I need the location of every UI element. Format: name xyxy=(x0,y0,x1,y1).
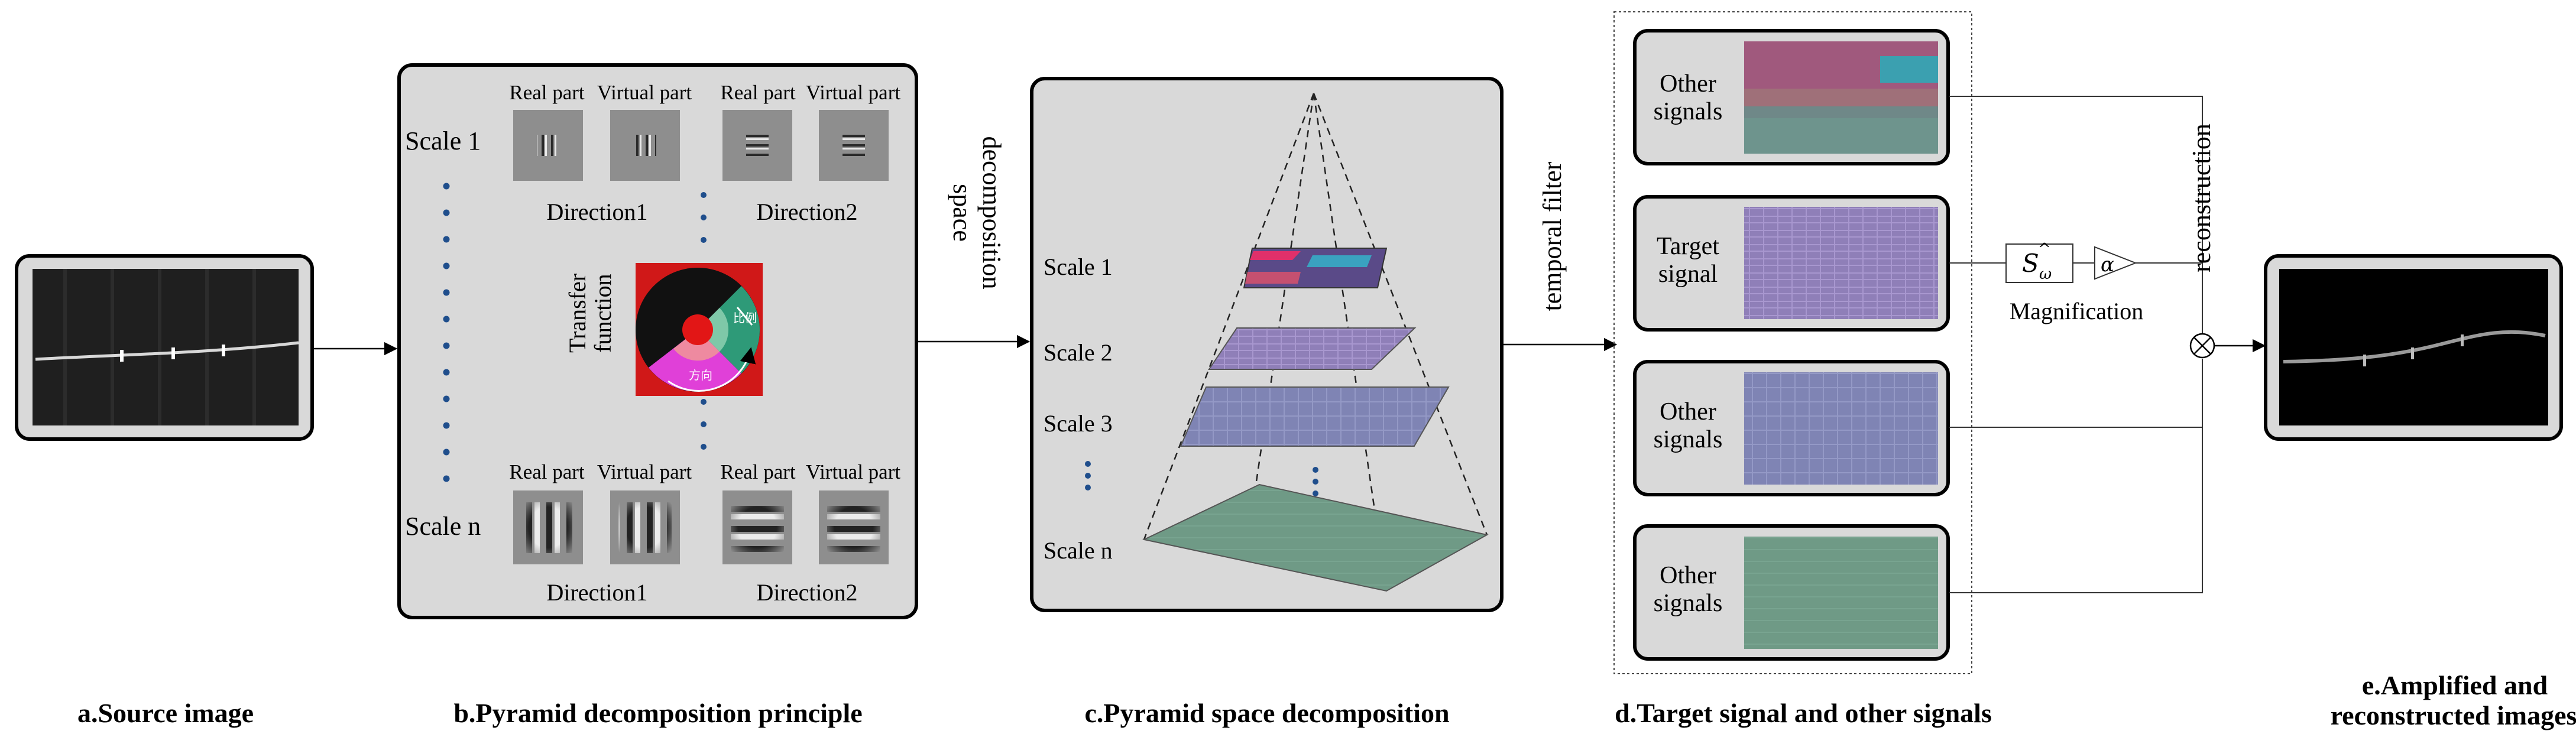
reconstruction-label: reconstruction xyxy=(2187,124,2216,272)
signal-2-line2: signal xyxy=(1658,261,1718,288)
filter-scalen-dir2-real xyxy=(722,490,792,564)
header-real-part-4: Real part xyxy=(720,460,796,483)
signal-image-3 xyxy=(1744,372,1938,485)
filter-symbol: S xyxy=(2022,249,2039,278)
scale-dots-column xyxy=(443,183,450,482)
dots-near-direction2-bottom xyxy=(701,399,707,450)
source-caption: a.Source image xyxy=(77,698,254,728)
direction2-label-bottom: Direction2 xyxy=(756,579,857,606)
source-image-panel xyxy=(15,254,314,441)
transfer-function-wheel: 比例 方向 xyxy=(636,263,763,396)
signal-box-target xyxy=(1633,195,1950,332)
header-virtual-part-4: Virtual part xyxy=(806,460,900,483)
pyramid-scale2-label: Scale 2 xyxy=(1044,339,1113,366)
pyramid-layer-1 xyxy=(1243,248,1388,288)
signal-box-other-1 xyxy=(1633,29,1950,165)
magnification-label: Magnification xyxy=(2010,298,2144,324)
pyramid-principle-caption: b.Pyramid decomposition principle xyxy=(453,698,862,728)
pyramid-space-caption: c.Pyramid space decomposition xyxy=(1084,698,1449,728)
header-virtual-part-2: Virtual part xyxy=(806,81,900,104)
direction1-label-top: Direction1 xyxy=(546,199,647,225)
signal-4-line1: Other xyxy=(1660,562,1716,589)
filter-scale1-dir2-virtual xyxy=(819,110,889,181)
space-decomposition-line1: space xyxy=(948,184,977,242)
pyramid-layer-n xyxy=(1142,483,1489,592)
header-virtual-part-3: Virtual part xyxy=(597,460,692,483)
transfer-label-line1: Transfer xyxy=(564,274,591,353)
transfer-label-line2: function xyxy=(589,274,616,352)
amplified-cable xyxy=(2283,330,2546,363)
pyramid-dots-left xyxy=(1085,461,1091,490)
cable-line xyxy=(35,341,299,361)
scale-1-label: Scale 1 xyxy=(405,126,481,155)
signal-box-other-3 xyxy=(1633,524,1950,661)
header-virtual-part-1: Virtual part xyxy=(597,81,692,104)
pyramid-dots-center xyxy=(1313,467,1318,496)
signals-dotted-frame xyxy=(1613,11,1972,674)
filter-symbol-sub: ω xyxy=(2039,265,2052,283)
signal-box-other-2 xyxy=(1633,360,1950,496)
amplifier-triangle: α xyxy=(2094,246,2137,280)
space-decomposition-line2: decomposition xyxy=(977,136,1006,289)
signal-image-2 xyxy=(1744,207,1938,319)
pyramid-scale1-label: Scale 1 xyxy=(1044,254,1113,280)
pyramid-layer-3 xyxy=(1180,386,1450,447)
dots-near-direction2-top xyxy=(701,192,707,243)
direction2-label-top: Direction2 xyxy=(756,199,857,225)
temporal-filter-label: temporal filter xyxy=(1538,161,1567,311)
signals-caption: d.Target signal and other signals xyxy=(1615,698,1992,728)
filter-scale1-dir1-real xyxy=(513,110,583,181)
filter-scalen-dir1-real xyxy=(513,490,583,564)
svg-text:^: ^ xyxy=(2038,241,2051,258)
multiply-node xyxy=(2189,333,2215,359)
signal-3-line2: signals xyxy=(1654,426,1723,453)
output-caption-line2: reconstructed images xyxy=(2331,700,2576,730)
signal-4-line2: signals xyxy=(1654,590,1723,617)
output-image xyxy=(2279,269,2548,425)
filter-scale1-dir2-real xyxy=(722,110,792,181)
curtain-folds xyxy=(63,269,256,425)
header-real-part-1: Real part xyxy=(509,81,585,104)
filter-scalen-dir1-virtual xyxy=(610,490,680,564)
pyramid-scalen-label: Scale n xyxy=(1044,537,1113,564)
alpha-symbol: α xyxy=(2101,253,2114,277)
filter-block: S ω ^ xyxy=(2005,241,2073,283)
signal-1-line1: Other xyxy=(1660,70,1716,98)
signal-3-line1: Other xyxy=(1660,398,1716,425)
signal-2-line1: Target xyxy=(1657,233,1719,260)
signal-connectors xyxy=(1949,96,2203,593)
scale-n-label: Scale n xyxy=(405,512,481,541)
signal-1-line2: signals xyxy=(1654,98,1723,125)
wheel-label-direction: 方向 xyxy=(689,368,712,382)
header-real-part-2: Real part xyxy=(720,81,796,104)
pyramid-scale3-label: Scale 3 xyxy=(1044,410,1113,437)
header-real-part-3: Real part xyxy=(509,460,585,483)
direction1-label-bottom: Direction1 xyxy=(546,579,647,606)
signal-image-4 xyxy=(1744,537,1938,649)
output-caption-line1: e.Amplified and xyxy=(2362,670,2548,700)
filter-scale1-dir1-virtual xyxy=(610,110,680,181)
pyramid-layer-2 xyxy=(1208,327,1417,370)
output-image-panel xyxy=(2264,254,2563,441)
filter-scalen-dir2-virtual xyxy=(819,490,889,564)
wheel-label-scale: 比例 xyxy=(733,311,757,325)
